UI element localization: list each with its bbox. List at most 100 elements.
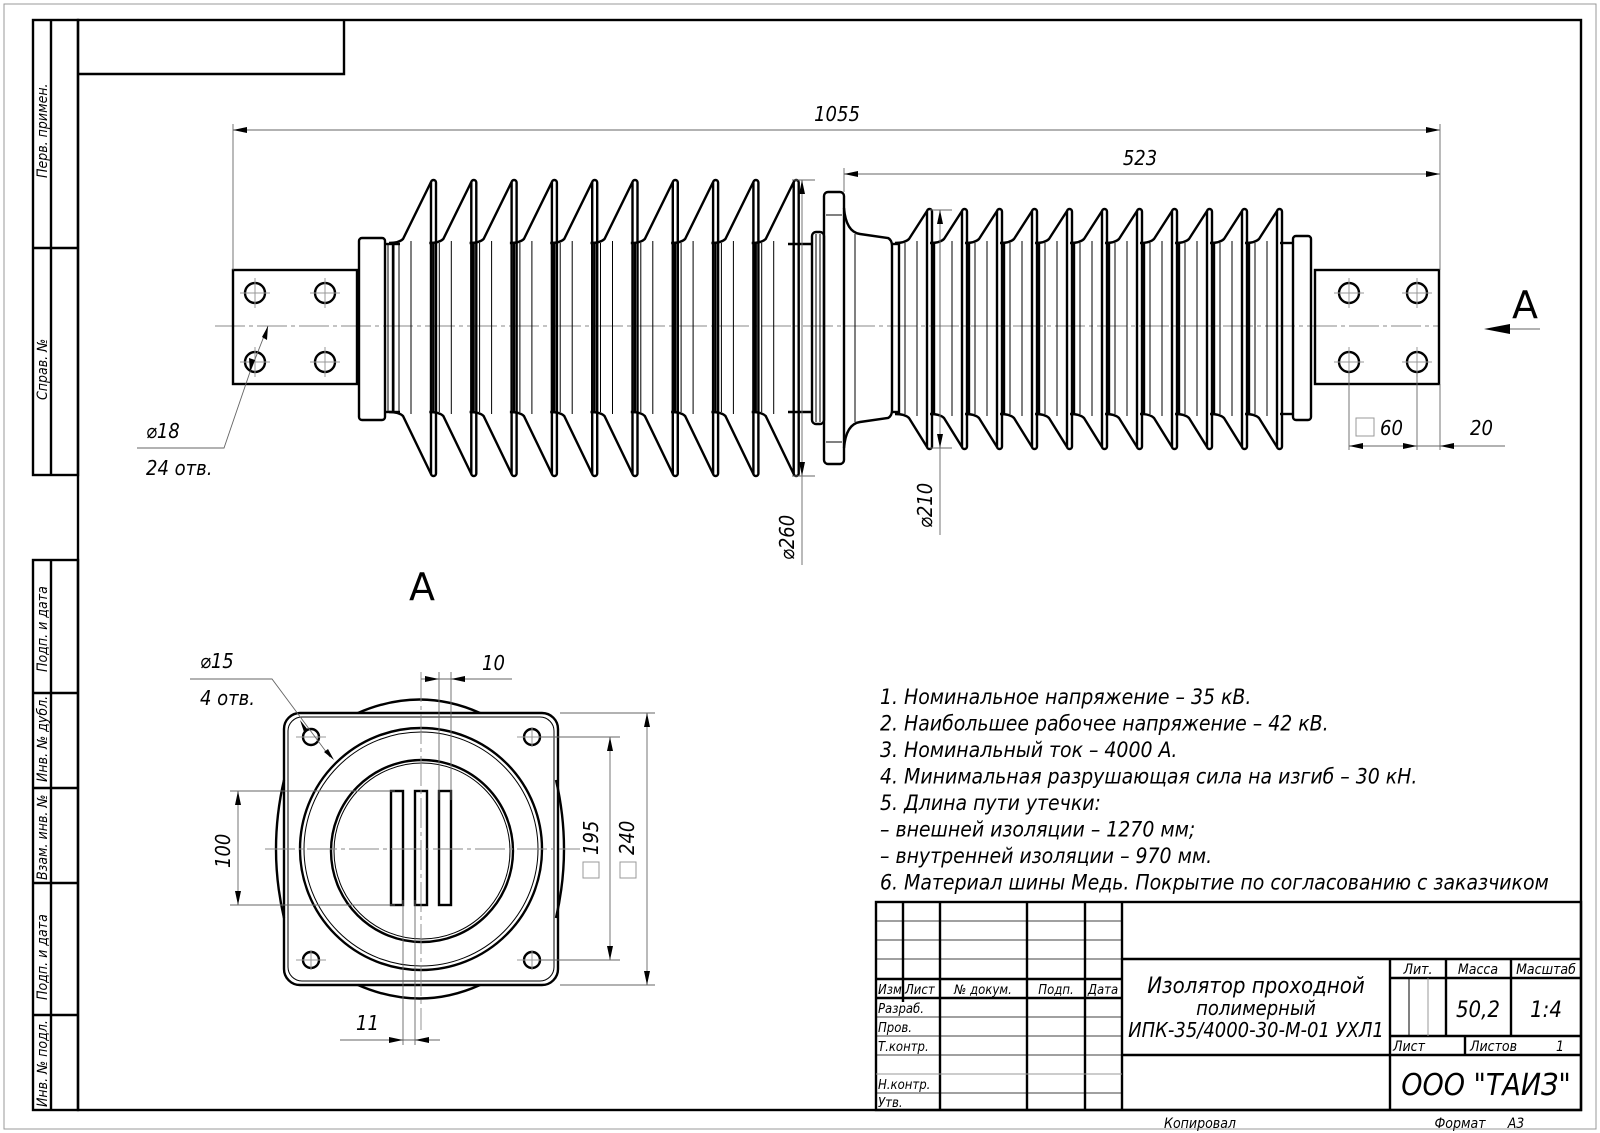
drawing-frame — [76, 18, 1583, 1112]
note-line: – внешней изоляции – 1270 мм; — [880, 818, 1195, 842]
stamp-perv-primen: Перв. примен. — [35, 83, 51, 178]
note-line: 4. Минимальная разрушающая сила на изгиб… — [880, 765, 1417, 789]
role-prov: Пров. — [878, 1021, 912, 1036]
view-a-end-view: A ⌀15 4 отв. — [190, 565, 655, 1045]
view-a-title: A — [409, 565, 435, 609]
title-line-3: ИПК-35/4000-30-М-01 УХЛ1 — [1128, 1018, 1384, 1042]
shed — [1069, 207, 1109, 451]
dim-overall-length: 1055 — [814, 102, 860, 126]
note-line: 3. Номинальный ток – 4000 А. — [880, 738, 1177, 762]
note-line: 1. Номинальное напряжение – 35 кВ. — [880, 685, 1251, 709]
dim-shed-diameter-left: ⌀260 — [775, 515, 799, 560]
dim-bar-gap: 10 — [482, 651, 505, 675]
shed — [1139, 207, 1179, 451]
leader-flange-hole — [190, 678, 331, 758]
insulator-side-view: 1055 523 ⌀260 ⌀210 ⌀18 24 отв. 60 20 — [137, 102, 1540, 565]
shed — [1244, 207, 1284, 451]
role-nkontr: Н.контр. — [878, 1078, 930, 1093]
right-busbar-plate — [1313, 268, 1441, 386]
bottom-lobe — [357, 983, 481, 1000]
mounting-flange — [810, 190, 900, 466]
inner-ring — [329, 758, 515, 944]
dim-edge-offset: 20 — [1470, 416, 1493, 440]
stamp-podp-data-1: Подп. и дата — [35, 586, 51, 672]
dim-hole-square: 195 — [579, 821, 603, 855]
square-symbol-icon — [1355, 417, 1375, 437]
right-end-cap — [1291, 234, 1313, 422]
stamp-sprav-no: Справ. № — [35, 339, 51, 400]
th-izm: Изм. — [878, 983, 906, 998]
shed — [630, 178, 679, 478]
sheet-label: Лист — [1392, 1039, 1426, 1055]
stamp-inv-podl: Инв. № подл. — [35, 1020, 51, 1107]
square-symbol-icon — [619, 861, 637, 879]
right-shed-group — [894, 207, 1293, 451]
view-arrow-label: A — [1512, 283, 1538, 327]
shed — [964, 207, 1004, 451]
shed — [509, 178, 559, 478]
title-line-1: Изолятор проходной — [1147, 974, 1365, 999]
note-line: 2. Наибольшее рабочее напряжение – 42 кВ… — [880, 712, 1329, 736]
footer-format-value: А3 — [1507, 1116, 1525, 1132]
busbar-strip — [437, 789, 453, 907]
busbar-strip — [389, 789, 405, 907]
th-list: Лист — [904, 983, 936, 998]
note-line: 6. Материал шины Медь. Покрытие по согла… — [880, 871, 1549, 895]
shed — [1034, 207, 1074, 451]
shed — [429, 178, 478, 478]
shed — [550, 178, 599, 478]
title-line-2: полимерный — [1196, 996, 1316, 1020]
lit-label: Лит. — [1403, 962, 1433, 978]
role-utv: Утв. — [878, 1096, 903, 1111]
stamp-vzam-inv: Взам. инв. № — [35, 794, 51, 880]
shed — [1209, 207, 1249, 451]
dim-bar-width: 11 — [356, 1011, 379, 1035]
th-data: Дата — [1087, 983, 1118, 998]
top-left-stamp-box — [78, 20, 346, 76]
left-end-cap — [357, 236, 387, 422]
shed — [388, 178, 438, 478]
role-razrab: Разраб. — [878, 1002, 924, 1017]
shed — [929, 207, 969, 451]
view-a-hole-diameter: ⌀15 — [200, 649, 234, 673]
technical-notes: 1. Номинальное напряжение – 35 кВ. 2. Наи… — [880, 685, 1549, 895]
mass-value: 50,2 — [1456, 998, 1500, 1023]
dim-shed-diameter-right: ⌀210 — [913, 483, 937, 528]
footer-format-label: Формат — [1434, 1116, 1486, 1132]
view-a-hole-count: 4 отв. — [200, 686, 255, 710]
th-doc-no: № докум. — [953, 983, 1012, 998]
left-busbar-plate — [231, 268, 359, 386]
note-line: 5. Длина пути утечки: — [880, 791, 1101, 815]
th-podp: Подп. — [1038, 983, 1073, 998]
title-block: Изм. Лист № докум. Подп. Дата Разраб. Пр… — [874, 900, 1583, 1112]
shed — [999, 207, 1039, 451]
dim-bar-height: 100 — [211, 834, 235, 868]
sheets-label: Листов — [1469, 1039, 1517, 1055]
shed — [671, 178, 720, 478]
scale-value: 1:4 — [1530, 998, 1562, 1023]
dim-hole-spacing: 60 — [1380, 416, 1403, 440]
view-arrow-icon — [1484, 324, 1510, 334]
dim-right-part-length: 523 — [1123, 146, 1157, 170]
note-line: – внутренней изоляции – 970 мм. — [880, 844, 1212, 868]
dim-hole-count: 24 отв. — [146, 456, 212, 480]
left-bolt-holes — [240, 278, 340, 377]
right-bolt-holes — [1334, 278, 1432, 377]
shed — [711, 178, 760, 478]
shed — [894, 207, 934, 451]
footer-copied: Копировал — [1164, 1116, 1236, 1132]
flange-holes — [296, 727, 547, 970]
shed — [1174, 207, 1214, 451]
dim-flange-square: 240 — [615, 821, 639, 855]
top-lobe — [357, 698, 481, 715]
shed — [469, 178, 518, 478]
sheets-value: 1 — [1556, 1039, 1564, 1055]
side-stamp-column: Перв. примен. Справ. № Подп. и дата Инв.… — [31, 18, 80, 1112]
square-symbol-icon — [582, 861, 600, 879]
shed — [1104, 207, 1144, 451]
stamp-podp-data-2: Подп. и дата — [35, 914, 51, 1000]
scale-label: Масштаб — [1516, 962, 1576, 978]
mass-label: Масса — [1458, 962, 1498, 978]
company-name: ООО "ТАИЗ" — [1401, 1068, 1571, 1103]
